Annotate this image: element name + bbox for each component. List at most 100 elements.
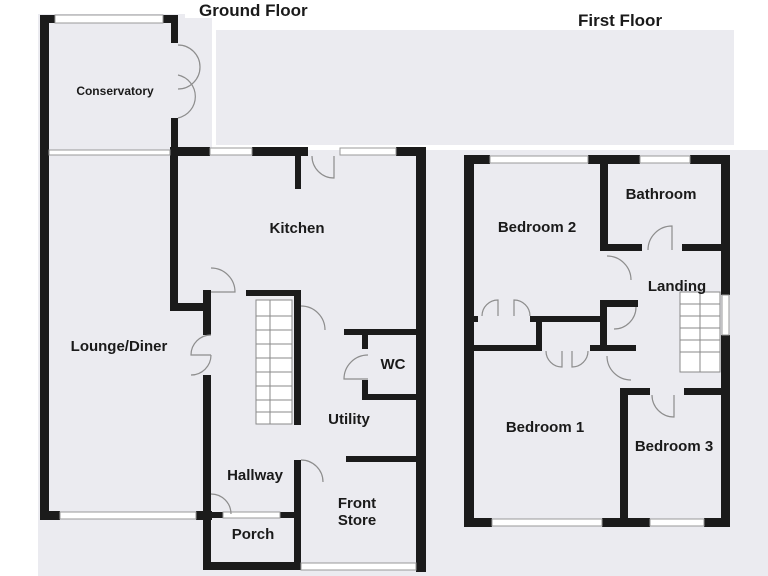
cupboard2-door-left — [545, 350, 563, 368]
kitchen-window-right — [339, 147, 397, 156]
room-label-conservatory: Conservatory — [76, 84, 154, 98]
lounge-door — [190, 334, 212, 356]
conservatory-left-wall — [40, 15, 49, 155]
first-floor-windows — [489, 155, 730, 527]
bathroom-door — [647, 225, 673, 251]
cupboard2-door-right — [571, 350, 589, 368]
bed1-top-wall-left — [464, 345, 542, 351]
first-top-right-wall — [690, 155, 730, 164]
ground-floor-doors — [177, 44, 369, 515]
room-label-kitchen: Kitchen — [269, 220, 324, 237]
lounge-right-step — [170, 303, 210, 311]
landing-cupboard-door — [613, 306, 637, 330]
ground-floor-walls — [40, 15, 426, 572]
stairs-top-wall — [246, 290, 300, 296]
conservatory-top-window — [54, 14, 164, 24]
front-store-door — [300, 459, 324, 483]
room-label-bedroom2: Bedroom 2 — [498, 219, 576, 236]
room-label-utility: Utility — [328, 411, 370, 428]
first-right-wall-lower — [721, 335, 730, 527]
first-floor-title: First Floor — [578, 11, 662, 30]
cupboard-door-right — [513, 299, 531, 317]
bedroom2-door — [606, 255, 632, 281]
kitchen-window-left — [209, 147, 253, 156]
bed2-bottom-wall-right — [530, 316, 600, 322]
hallway-left-wall-top — [203, 290, 211, 335]
ground-floor-windows — [48, 14, 417, 571]
bedroom1-window — [491, 518, 603, 527]
conservatory-lounge-opening — [48, 149, 171, 156]
bedroom3-window — [649, 518, 705, 527]
bed3-top-wall-right — [684, 388, 726, 395]
cupboard-door-left — [481, 299, 499, 317]
wc-bottom-wall — [362, 394, 422, 400]
bedroom2-window — [489, 155, 589, 164]
room-label-wc: WC — [381, 356, 406, 373]
floor-fills — [38, 0, 768, 576]
room-label-bathroom: Bathroom — [626, 186, 697, 203]
bathroom-left-wall — [600, 155, 608, 250]
porch-door — [210, 493, 232, 515]
room-label-landing: Landing — [648, 278, 706, 295]
porch-bottom-wall — [203, 562, 301, 570]
bed3-left-wall — [620, 388, 628, 527]
room-label-hallway: Hallway — [227, 467, 284, 484]
kitchen-door — [311, 155, 335, 179]
kitchen-top-right-wall — [396, 147, 426, 156]
porch-left-wall — [203, 512, 211, 570]
kitchen-top-left-wall — [170, 147, 210, 156]
conservatory-top-right-wall — [163, 15, 177, 23]
lounge-bottom-left-wall — [40, 511, 60, 520]
first-left-wall — [464, 155, 474, 527]
ground-floor-stairs — [255, 299, 293, 425]
conservatory-right-wall-top — [171, 15, 178, 43]
bed3-top-wall-left — [620, 388, 650, 395]
ground-stairs-outline — [255, 299, 293, 425]
landing-window — [721, 294, 730, 336]
room-label-lounge-diner: Lounge/Diner — [71, 338, 168, 355]
front-store-door-opening — [300, 562, 417, 571]
room-label-front-store-line1: Front — [338, 495, 376, 512]
hallway-kitchen-door — [210, 267, 236, 293]
room-label-bedroom1: Bedroom 1 — [506, 419, 584, 436]
room-label-porch: Porch — [232, 526, 275, 543]
conservatory-door-upper — [177, 44, 201, 90]
hallway-left-wall-bottom — [203, 375, 211, 520]
bedroom3-door — [651, 394, 675, 418]
room-label-bedroom3: Bedroom 3 — [635, 438, 713, 455]
bathroom-window — [639, 155, 691, 164]
kitchen-partition — [295, 147, 301, 189]
upper-white-notch — [185, 0, 212, 18]
porch-top-right-wall — [280, 512, 300, 518]
wc-left-wall-bottom — [362, 380, 368, 400]
front-store-top-wall — [346, 456, 422, 462]
landing-left-wall — [600, 300, 607, 350]
bedroom1-door — [606, 355, 632, 381]
house-right-wall — [416, 147, 426, 572]
utility-door — [300, 305, 326, 331]
landing-top-wall — [600, 300, 638, 307]
first-floor-stairs — [679, 291, 721, 373]
lounge-front-window — [59, 511, 197, 520]
porch-window — [222, 511, 281, 519]
conservatory-right-wall-bottom — [171, 118, 178, 156]
kitchen-top-mid-wall — [252, 147, 308, 156]
bathroom-bottom-wall-left — [600, 244, 642, 251]
cupboard-divider — [536, 316, 542, 350]
wc-top-wall — [344, 329, 424, 335]
first-top-mid-wall — [588, 155, 640, 164]
wc-door — [343, 354, 369, 380]
ground-floor-title: Ground Floor — [199, 1, 308, 20]
bed2-bottom-wall-left — [464, 316, 478, 322]
conservatory-door-lower — [177, 74, 196, 119]
first-floor-label-area — [216, 30, 734, 145]
first-bottom-left-wall — [464, 518, 492, 527]
first-bottom-right-wall — [704, 518, 730, 527]
room-label-front-store-line2: Store — [338, 512, 376, 529]
wc-left-wall-top — [362, 329, 368, 349]
bed1-top-wall-right — [590, 345, 636, 351]
first-floor-doors — [481, 225, 675, 418]
lounge-left-wall — [40, 150, 49, 520]
